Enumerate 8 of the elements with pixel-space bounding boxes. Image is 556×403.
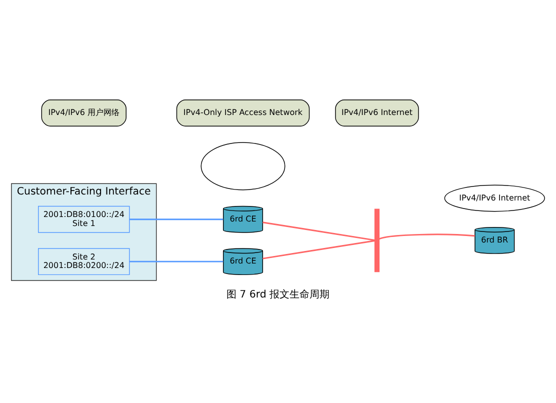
connector <box>130 218 224 220</box>
connector <box>130 260 224 262</box>
connector <box>262 222 375 241</box>
connector <box>378 234 475 240</box>
node-bar <box>374 208 380 272</box>
caption: 图 7 6rd 报文生命周期 <box>226 289 330 300</box>
connector <box>262 240 375 260</box>
node-cloud <box>200 142 286 190</box>
